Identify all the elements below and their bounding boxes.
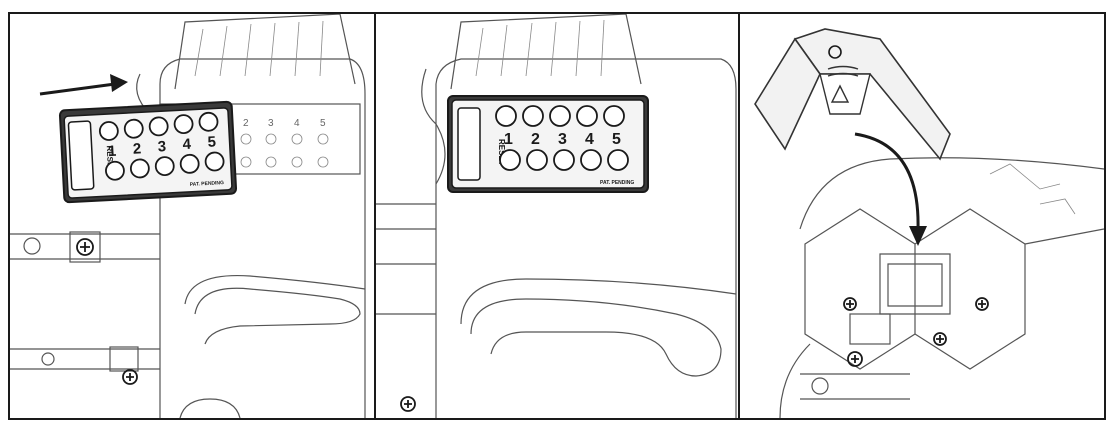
keypad-digit-4: 4 xyxy=(182,136,192,153)
cover-plate xyxy=(754,28,951,161)
exposed-digit-3: 3 xyxy=(268,118,274,129)
lid-outline xyxy=(174,14,356,90)
keypad-digit-3: 3 xyxy=(157,138,166,155)
panel-step-3 xyxy=(738,12,1106,420)
exposed-digit-2: 2 xyxy=(243,118,249,129)
screw-icon xyxy=(843,297,857,311)
screw-icon xyxy=(400,396,416,412)
screw-icon xyxy=(76,238,94,256)
panel-step-1: 2 3 4 5 RESET xyxy=(8,12,376,420)
keypad-digit-3: 3 xyxy=(558,131,567,148)
panel-step-2: RESET 1 2 3 4 5 PAT. xyxy=(374,12,740,420)
keypad-digit-5: 5 xyxy=(612,131,621,148)
keypad-footer-label: PAT. PENDING xyxy=(600,180,634,186)
keypad: RESET 1 2 3 4 5 PAT. xyxy=(58,100,238,204)
keypad-digit-1: 1 xyxy=(107,143,116,160)
keypad: RESET 1 2 3 4 5 PAT. xyxy=(447,95,649,193)
keypad-digit-2: 2 xyxy=(531,131,540,148)
exposed-digit-5: 5 xyxy=(320,118,326,129)
panel-2-illustration: RESET 1 2 3 4 5 PAT. xyxy=(376,14,737,418)
keypad-reset-label: RESET xyxy=(497,139,506,166)
exposed-digit-4: 4 xyxy=(294,118,300,129)
keypad-digit-1: 1 xyxy=(504,131,513,148)
keypad-digit-4: 4 xyxy=(585,131,594,148)
lever-handle xyxy=(194,287,361,345)
panel-1-illustration: 2 3 4 5 RESET xyxy=(10,14,366,418)
panel-3-illustration xyxy=(754,28,1104,418)
curved-arrow-down-icon xyxy=(854,132,927,246)
keypad-buttons: 1 2 3 4 5 PAT. PENDING xyxy=(98,111,225,188)
exposed-digit-row: 2 3 4 5 xyxy=(243,118,326,129)
lever-handle xyxy=(470,298,722,377)
keypad-digit-2: 2 xyxy=(132,140,141,157)
keypad-reset-label: RESET xyxy=(105,145,115,172)
arrow-right-icon xyxy=(39,74,128,96)
keypad-digit-5: 5 xyxy=(207,133,216,150)
lid-outline xyxy=(450,14,642,90)
keypad-footer-label: PAT. PENDING xyxy=(190,180,225,188)
keypad-buttons: 1 2 3 4 5 PAT. PENDING xyxy=(495,105,634,186)
